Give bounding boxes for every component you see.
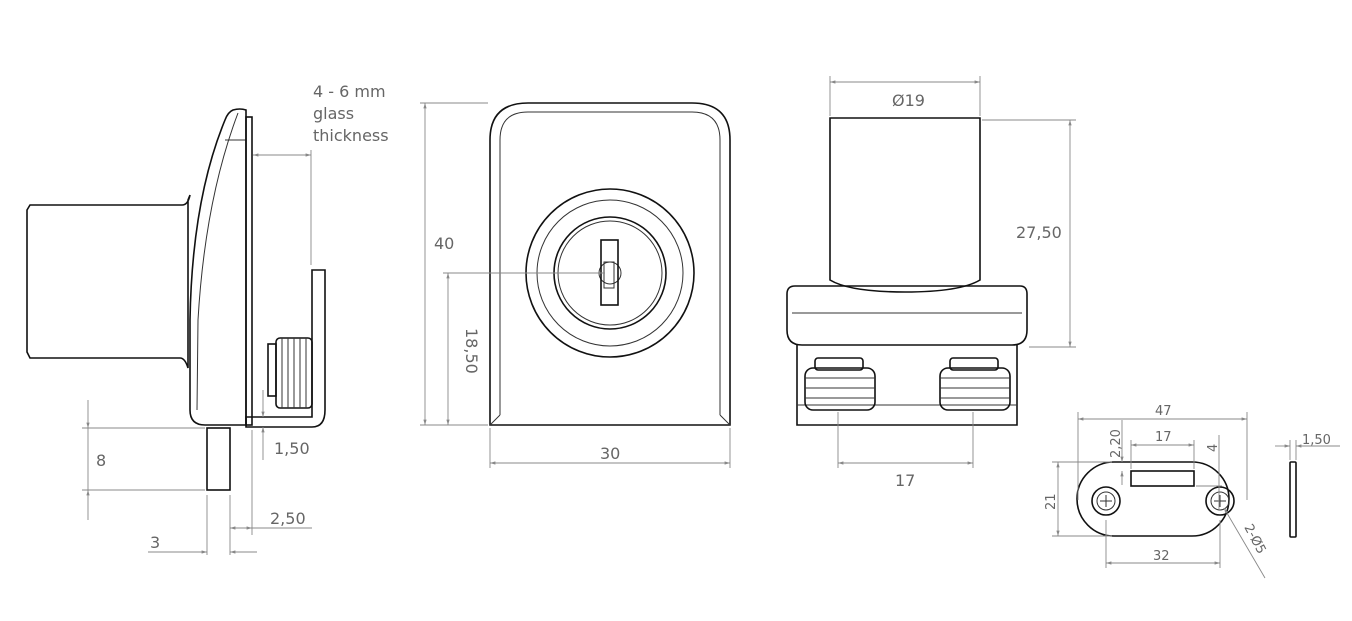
side-view: 4 - 6 mm glass thickness 8 1,50 2,50 3 — [26, 82, 389, 555]
thread-right — [939, 357, 1011, 411]
dim-bracket-thickness: 1,50 — [274, 439, 310, 458]
dim-cylinder-height: 27,50 — [1016, 223, 1062, 242]
plate-side-view — [1289, 461, 1297, 538]
lock-housing — [189, 108, 247, 426]
front-view: 40 18,50 30 — [420, 102, 731, 468]
lock-face — [489, 102, 731, 426]
key-slot — [600, 239, 619, 306]
cylinder-body — [26, 194, 191, 369]
screw-hole-right — [1205, 486, 1235, 516]
dim-offset: 2,50 — [270, 509, 306, 528]
strike-plate: 47 17 2,20 4 21 32 2-Ø5 1,50 — [1044, 404, 1340, 579]
flange — [786, 285, 1028, 346]
glass-note-1: 4 - 6 mm — [313, 82, 386, 101]
dim-slot-height: 4 — [1206, 444, 1221, 452]
dim-height: 40 — [434, 234, 454, 253]
dim-key-center: 18,50 — [462, 328, 481, 374]
dim-height: 21 — [1044, 493, 1059, 510]
dim-slot-length: 17 — [1155, 430, 1172, 445]
dim-hole-spacing: 32 — [1153, 549, 1170, 564]
cylinder — [829, 117, 981, 293]
dim-length: 47 — [1155, 404, 1172, 419]
top-view: Ø19 27,50 17 — [786, 76, 1076, 490]
glass-note-3: thickness — [313, 126, 389, 145]
dim-slot-offset: 2,20 — [1109, 429, 1124, 458]
dim-pin-length: 8 — [96, 451, 106, 470]
dim-diameter: Ø19 — [892, 91, 925, 110]
slot — [1130, 470, 1195, 487]
dim-thickness: 1,50 — [1302, 433, 1331, 448]
thread — [275, 337, 313, 409]
base-block — [796, 345, 1018, 426]
dim-pin-width: 3 — [150, 533, 160, 552]
screw-hole-left — [1091, 486, 1121, 516]
cam-pin — [206, 427, 231, 491]
glass-note-2: glass — [313, 104, 354, 123]
dim-thread-spacing: 17 — [895, 471, 915, 490]
glass-plate — [245, 116, 253, 426]
thread-left — [804, 357, 876, 411]
dim-width: 30 — [600, 444, 620, 463]
dim-holes: 2-Ø5 — [1240, 522, 1268, 557]
bracket — [245, 269, 326, 428]
plate-outline — [1076, 461, 1230, 537]
